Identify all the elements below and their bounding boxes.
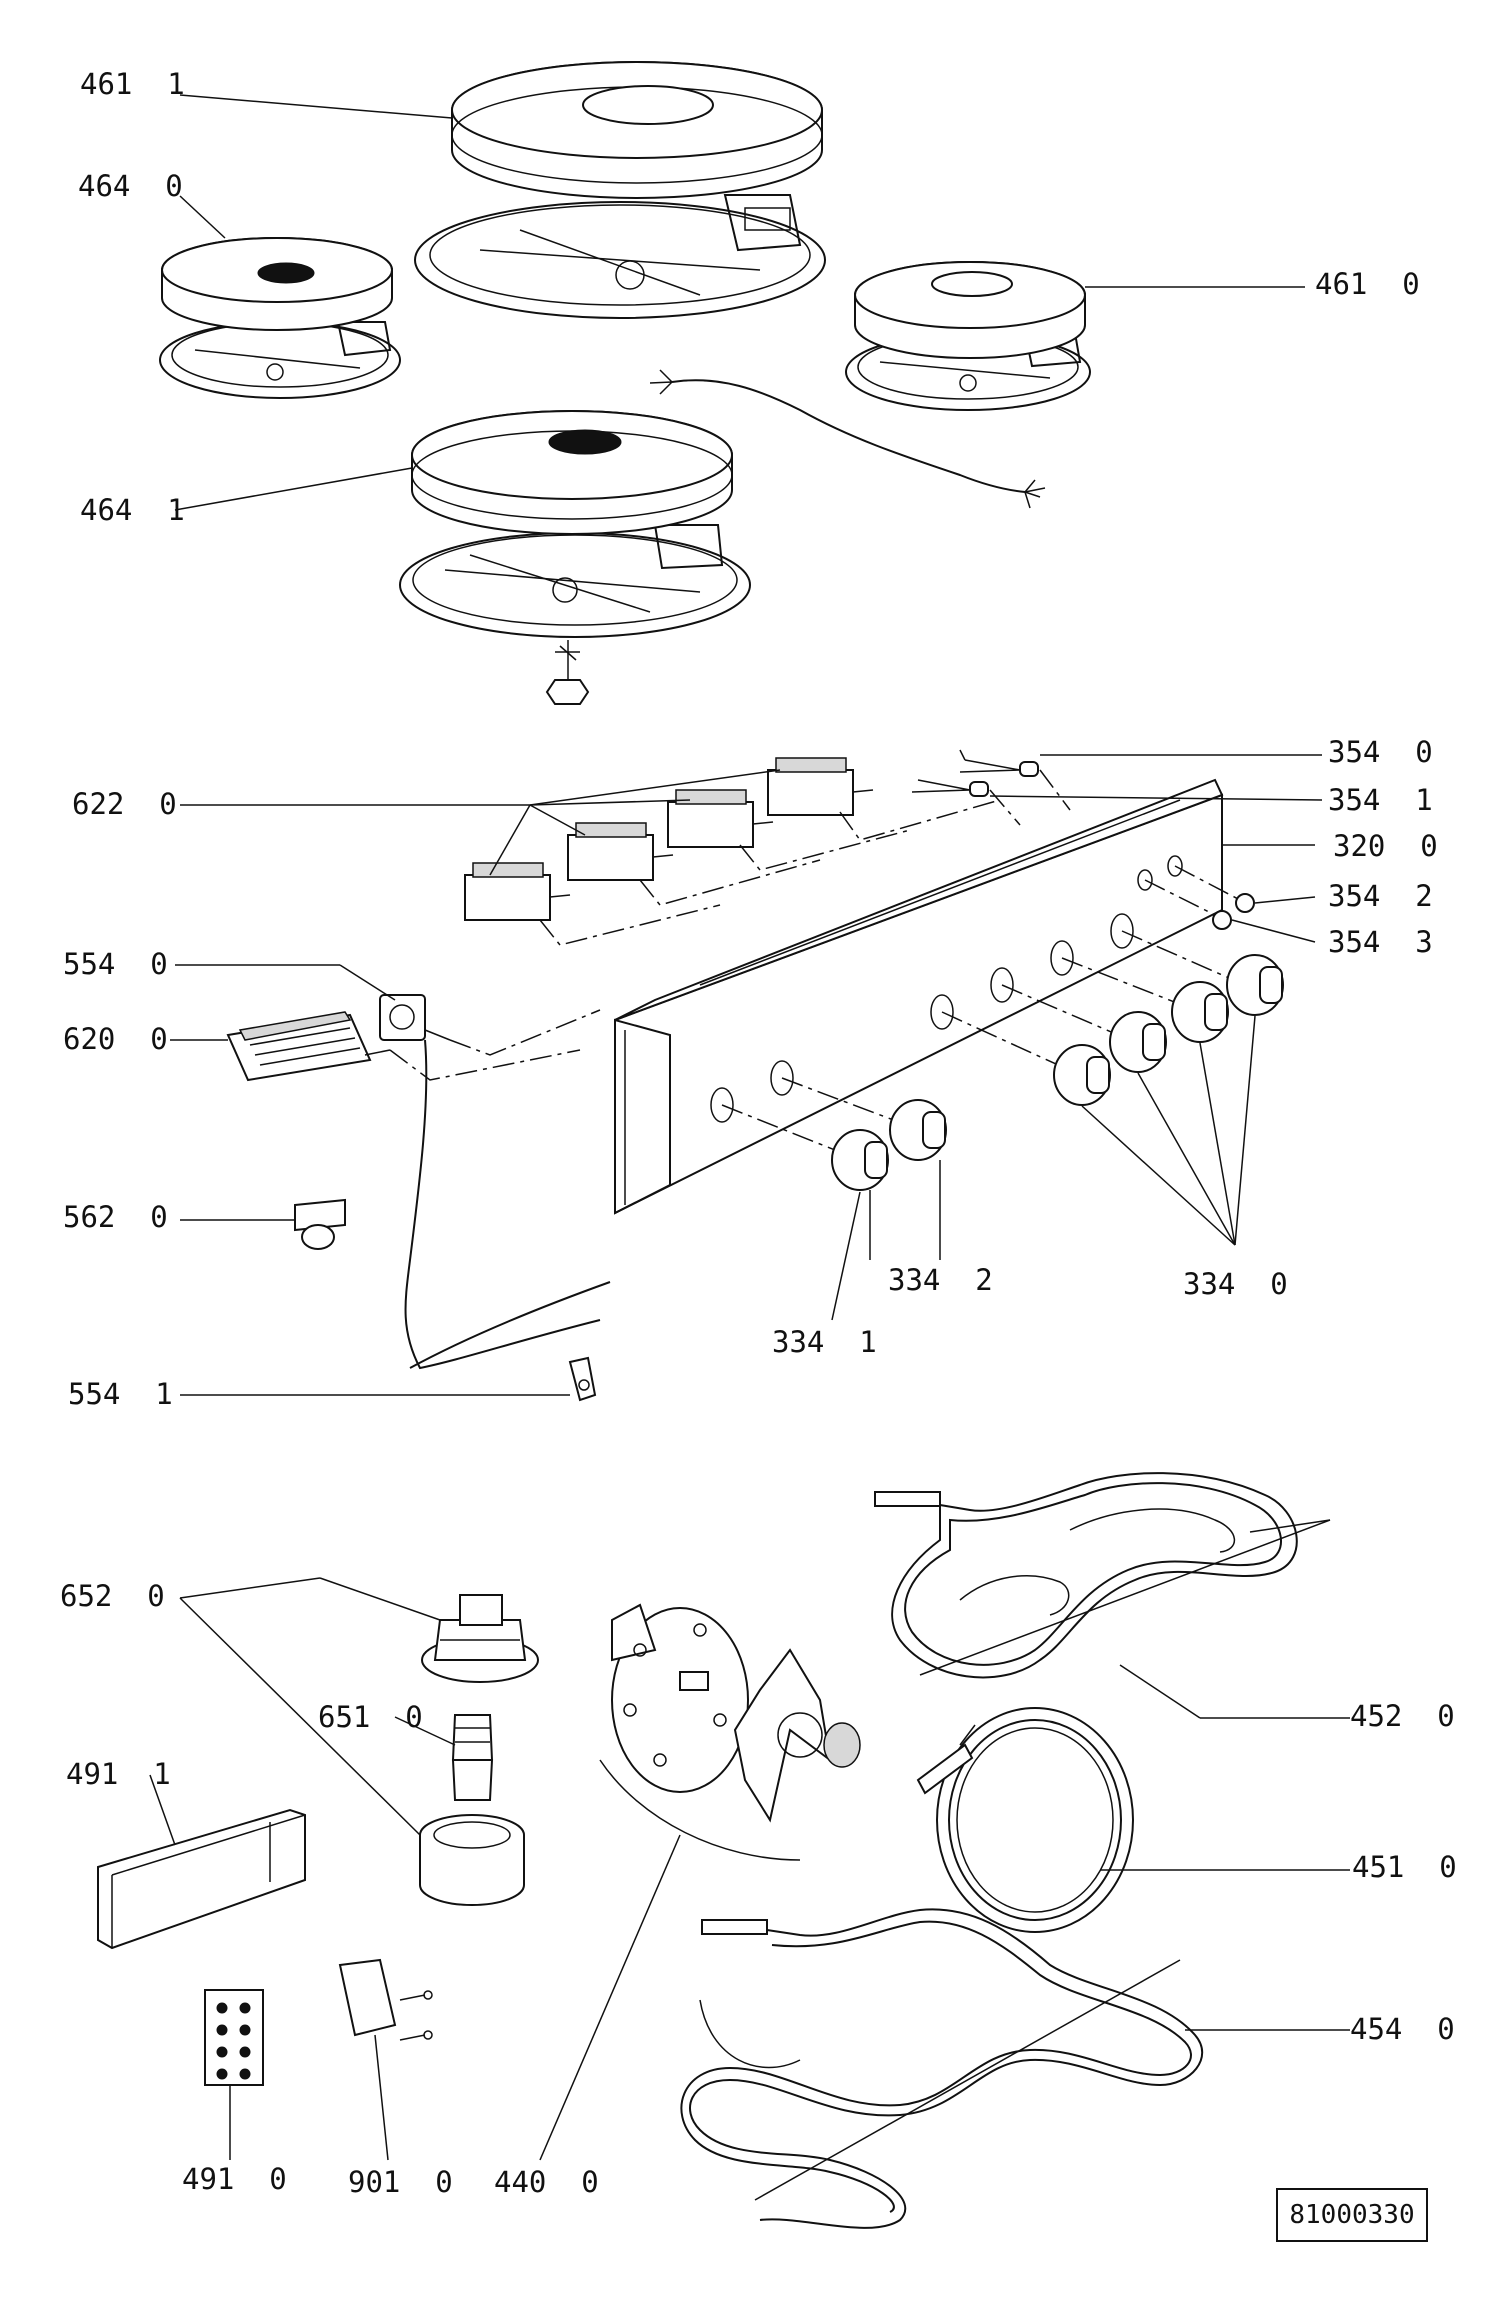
part-label-461-0: 461 0	[1315, 267, 1420, 301]
part-label-464-0: 464 0	[78, 169, 183, 203]
terminal-block-491-0	[204, 1989, 264, 2086]
selector-switch-620-0	[226, 1011, 581, 1082]
indicator-lamps-354	[911, 749, 1071, 826]
part-label-454-0: 454 0	[1350, 2012, 1455, 2046]
fan-motor-440-0	[599, 1603, 861, 1861]
part-label-354-1: 354 1	[1328, 783, 1433, 817]
part-label-651-0: 651 0	[318, 1700, 423, 1734]
part-label-334-2: 334 2	[888, 1263, 993, 1297]
part-label-901-0: 901 0	[348, 2165, 453, 2199]
part-label-652-0: 652 0	[60, 1579, 165, 1613]
indicator-bulbs-354-2-3	[1144, 865, 1255, 930]
document-number: 81000330	[1276, 2188, 1428, 2242]
probe-clip-554-1	[568, 1356, 597, 1402]
hotplate-461-0	[845, 261, 1091, 411]
circular-element-451-0	[916, 1707, 1134, 1933]
grill-element-452-0	[874, 1472, 1331, 1679]
part-label-562-0: 562 0	[63, 1200, 168, 1234]
part-label-491-1: 491 1	[66, 1757, 171, 1791]
part-label-354-0: 354 0	[1328, 735, 1433, 769]
fixing-nut	[545, 640, 590, 705]
part-label-622-0: 622 0	[72, 787, 177, 821]
part-label-620-0: 620 0	[63, 1022, 168, 1056]
leader-lines	[149, 94, 1350, 2161]
hotplate-464-1	[399, 410, 751, 638]
lamp-holder-top-652-0	[421, 1594, 539, 1683]
part-label-440-0: 440 0	[494, 2165, 599, 2199]
oven-lamp-651-0	[451, 1714, 494, 1801]
wiring-harness	[649, 369, 1046, 509]
thermal-cutout-562-0	[294, 1198, 346, 1250]
lamp-holder-ring-652-0	[419, 1814, 525, 1906]
part-label-320-0: 320 0	[1333, 829, 1438, 863]
hotplate-464-0	[159, 237, 401, 399]
part-label-461-1: 461 1	[80, 67, 185, 101]
bottom-element-454-0	[680, 1908, 1203, 2229]
control-knobs-334	[721, 930, 1284, 1191]
part-label-554-1: 554 1	[68, 1377, 173, 1411]
door-switch-901-0	[338, 1958, 433, 2041]
part-label-554-0: 554 0	[63, 947, 168, 981]
terminal-cover-491-1	[97, 1808, 306, 1950]
part-label-464-1: 464 1	[80, 493, 185, 527]
part-label-354-2: 354 2	[1328, 879, 1433, 913]
part-label-452-0: 452 0	[1350, 1699, 1455, 1733]
hotplate-461-1	[414, 61, 826, 319]
part-label-334-1: 334 1	[772, 1325, 877, 1359]
part-label-354-3: 354 3	[1328, 925, 1433, 959]
part-label-491-0: 491 0	[182, 2162, 287, 2196]
thermostat-554-0	[379, 994, 611, 1370]
part-label-334-0: 334 0	[1183, 1267, 1288, 1301]
part-label-451-0: 451 0	[1352, 1850, 1457, 1884]
